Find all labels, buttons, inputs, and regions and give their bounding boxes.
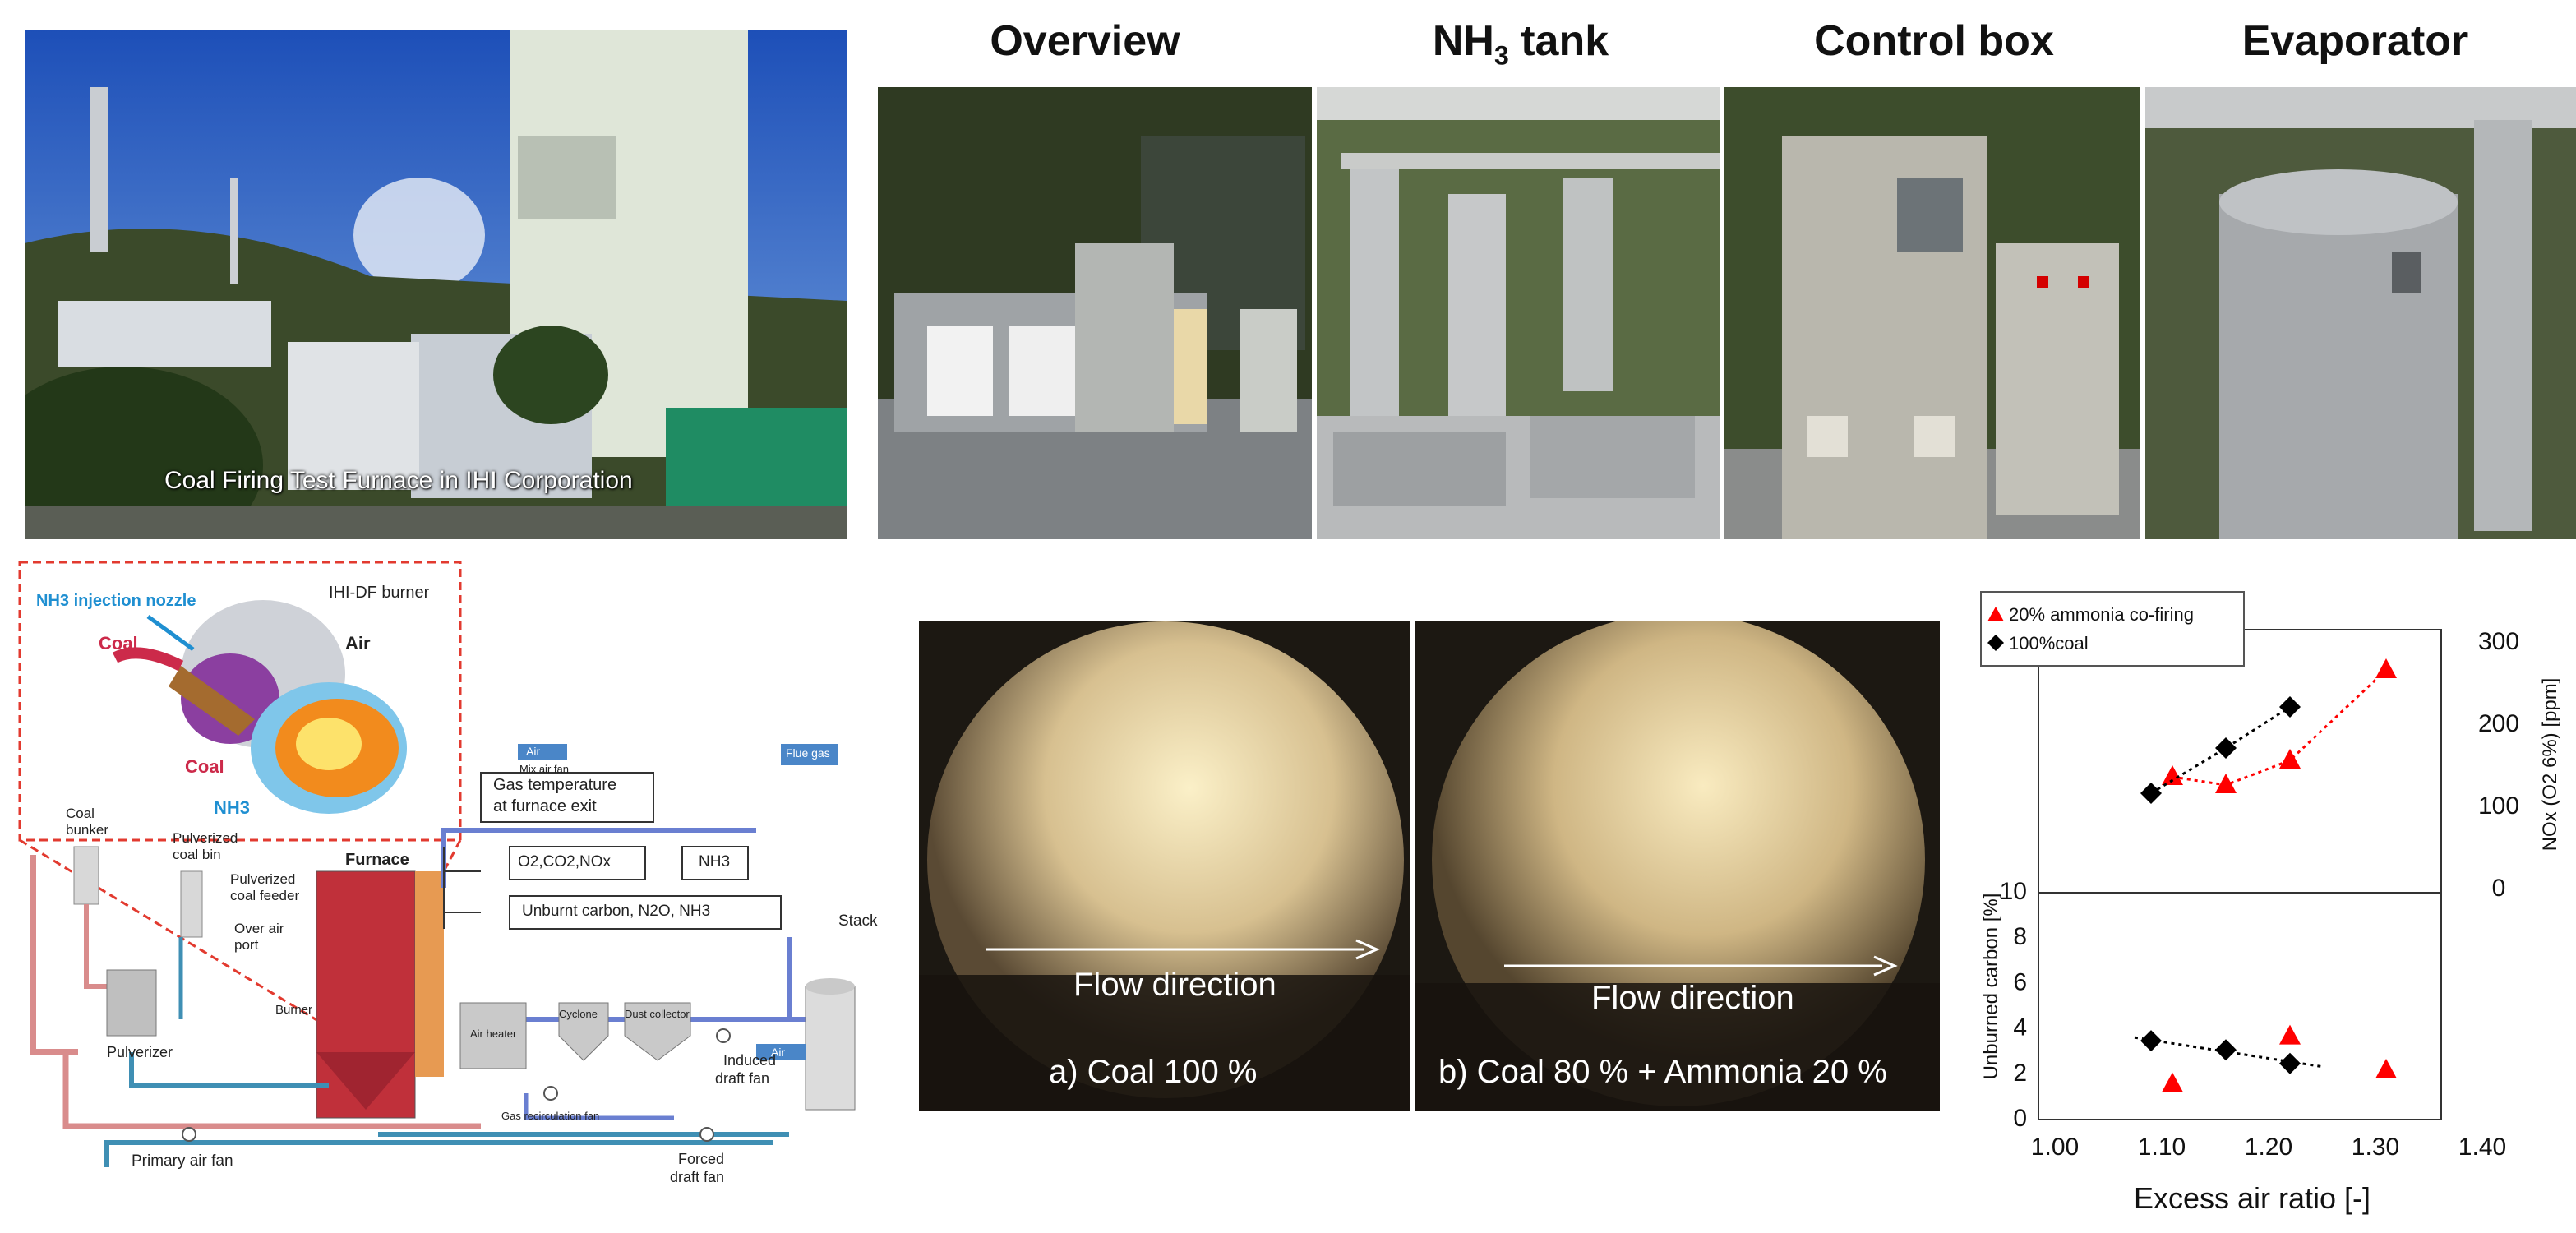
flow-arrow-a bbox=[986, 939, 1380, 960]
header-nh3-tank: NH3 tank bbox=[1315, 16, 1726, 71]
process-diagram: NH3 injection nozzle IHI-DF burner Coal … bbox=[16, 559, 912, 1225]
nox-data-point bbox=[2375, 658, 2397, 678]
unburned-data-point bbox=[2375, 1059, 2397, 1079]
unburned-y-tick-label: 8 bbox=[2013, 923, 2027, 950]
unburned-y-axis-label: Unburned carbon [%] bbox=[1980, 894, 2002, 1080]
dust-collector-label: Dust collector bbox=[625, 1008, 690, 1020]
unburned-y-tick-label: 4 bbox=[2013, 1014, 2027, 1041]
legend-box bbox=[1980, 591, 2245, 667]
x-tick-label: 1.00 bbox=[2031, 1134, 2079, 1161]
flow-arrow-b bbox=[1504, 955, 1898, 977]
gas-temp-label-2: at furnace exit bbox=[493, 797, 597, 815]
over-air-label-2: port bbox=[234, 937, 259, 953]
evaporator-photo bbox=[2145, 87, 2576, 539]
air-label: Air bbox=[345, 633, 371, 653]
unburned-data-point bbox=[2215, 1039, 2237, 1061]
header-nh3-subscript: 3 bbox=[1493, 40, 1509, 71]
header-nh3-prefix: NH bbox=[1432, 17, 1494, 65]
nox-trend-line bbox=[2172, 668, 2388, 787]
legend-triangle-marker bbox=[1987, 607, 2004, 621]
flame-photo-ammonia bbox=[1415, 621, 1940, 1111]
header-nh3-suffix: tank bbox=[1508, 17, 1609, 65]
coal-feeder-label-1: Pulverized bbox=[230, 871, 296, 887]
unburned-trend-line bbox=[2134, 1036, 2324, 1069]
induced-fan-label-2: draft fan bbox=[715, 1070, 770, 1087]
air-tag-bottom: Air bbox=[771, 1046, 786, 1059]
gases-label: O2,CO2,NOx bbox=[518, 853, 611, 870]
coal-bunker-label-2: bunker bbox=[66, 822, 108, 838]
air-heater-label: Air heater bbox=[470, 1028, 517, 1040]
nh3-tank-photo bbox=[1317, 87, 1720, 539]
panel-a-caption: a) Coal 100 % bbox=[1049, 1054, 1258, 1090]
burner-label: Burner bbox=[275, 1003, 313, 1017]
legend-diamond-marker bbox=[1987, 635, 2004, 651]
unburnt-label: Unburnt carbon, N2O, NH3 bbox=[522, 903, 711, 920]
unburned-data-point bbox=[2279, 1052, 2301, 1074]
legend-label-coal: 100%coal bbox=[2009, 633, 2089, 653]
over-air-label-1: Over air bbox=[234, 921, 284, 936]
legend-label-ammonia: 20% ammonia co-firing bbox=[2009, 604, 2194, 625]
control-box-photo bbox=[1724, 87, 2140, 539]
cyclone-label: Cyclone bbox=[559, 1008, 598, 1020]
furnace-caption: Coal Firing Test Furnace in IHI Corporat… bbox=[164, 467, 633, 494]
flow-direction-label-a: Flow direction bbox=[1073, 967, 1276, 1003]
overview-photo bbox=[878, 87, 1312, 539]
flue-gas-label: Flue gas bbox=[786, 746, 830, 760]
unburned-y-tick-label: 2 bbox=[2013, 1060, 2027, 1087]
nox-y-tick-label: 100 bbox=[2478, 792, 2519, 820]
stack-label: Stack bbox=[838, 912, 878, 930]
gas-temp-label-1: Gas temperature bbox=[493, 776, 617, 794]
nox-data-point bbox=[2215, 774, 2237, 793]
ihi-burner-label: IHI-DF burner bbox=[329, 584, 430, 602]
nox-y-tick-label: 300 bbox=[2478, 628, 2519, 655]
pulverizer-label: Pulverizer bbox=[107, 1044, 173, 1060]
air-tag-top: Air bbox=[526, 745, 541, 758]
x-tick-label: 1.30 bbox=[2352, 1134, 2399, 1161]
forced-draft-fan-label-1: Forced bbox=[678, 1151, 725, 1167]
furnace-photo bbox=[25, 30, 847, 539]
nox-y-tick-label: 200 bbox=[2478, 710, 2519, 737]
unburned-data-point bbox=[2140, 1030, 2162, 1052]
unburned-y-tick-label: 6 bbox=[2013, 968, 2027, 995]
nox-data-point bbox=[2215, 737, 2237, 759]
header-control-box: Control box bbox=[1814, 17, 2054, 65]
flow-direction-label-b: Flow direction bbox=[1591, 980, 1794, 1016]
primary-air-fan-label: Primary air fan bbox=[132, 1152, 233, 1170]
pulverized-bin-label-2: coal bin bbox=[173, 847, 221, 862]
x-tick-label: 1.20 bbox=[2245, 1134, 2292, 1161]
nox-data-point bbox=[2162, 765, 2183, 785]
header-evaporator: Evaporator bbox=[2241, 17, 2468, 65]
unburned-y-tick-label: 10 bbox=[2000, 878, 2027, 905]
nox-data-point bbox=[2140, 783, 2162, 804]
nh3-box-label: NH3 bbox=[699, 853, 731, 870]
x-axis-label: Excess air ratio [-] bbox=[2134, 1181, 2371, 1215]
furnace-label: Furnace bbox=[345, 851, 409, 869]
nox-data-point bbox=[2279, 696, 2301, 718]
forced-draft-fan-label-2: draft fan bbox=[670, 1169, 725, 1185]
coal-label-1: Coal bbox=[99, 633, 138, 653]
nh3-label: NH3 bbox=[214, 797, 251, 818]
gas-recirculation-fan-label: Gas recirculation fan bbox=[501, 1110, 600, 1122]
coal-feeder-label-2: coal feeder bbox=[230, 888, 300, 903]
coal-bunker-label-1: Coal bbox=[66, 806, 95, 821]
unburned-y-tick-label: 0 bbox=[2013, 1105, 2027, 1132]
panel-b-caption: b) Coal 80 % + Ammonia 20 % bbox=[1438, 1054, 1887, 1090]
x-tick-label: 1.40 bbox=[2458, 1134, 2506, 1161]
pulverized-bin-label-1: Pulverized bbox=[173, 830, 238, 846]
unburned-data-point bbox=[2279, 1024, 2301, 1045]
nh3-nozzle-label: NH3 injection nozzle bbox=[36, 592, 196, 610]
coal-label-2: Coal bbox=[185, 756, 224, 777]
nox-data-point bbox=[2279, 749, 2301, 769]
mix-air-fan-label: Mix air fan bbox=[519, 763, 569, 775]
unburned-data-point bbox=[2162, 1072, 2183, 1092]
nox-y-tick-label: 0 bbox=[2492, 875, 2506, 902]
flame-photo-coal bbox=[919, 621, 1410, 1111]
induced-fan-label-1: Induced bbox=[723, 1052, 777, 1069]
header-overview: Overview bbox=[990, 17, 1180, 65]
unburned-plot-frame bbox=[2038, 892, 2442, 1120]
burner-inset-box bbox=[18, 561, 462, 842]
x-tick-label: 1.10 bbox=[2138, 1134, 2186, 1161]
nox-y-axis-label: NOx (O2 6%) [ppm] bbox=[2539, 678, 2561, 852]
